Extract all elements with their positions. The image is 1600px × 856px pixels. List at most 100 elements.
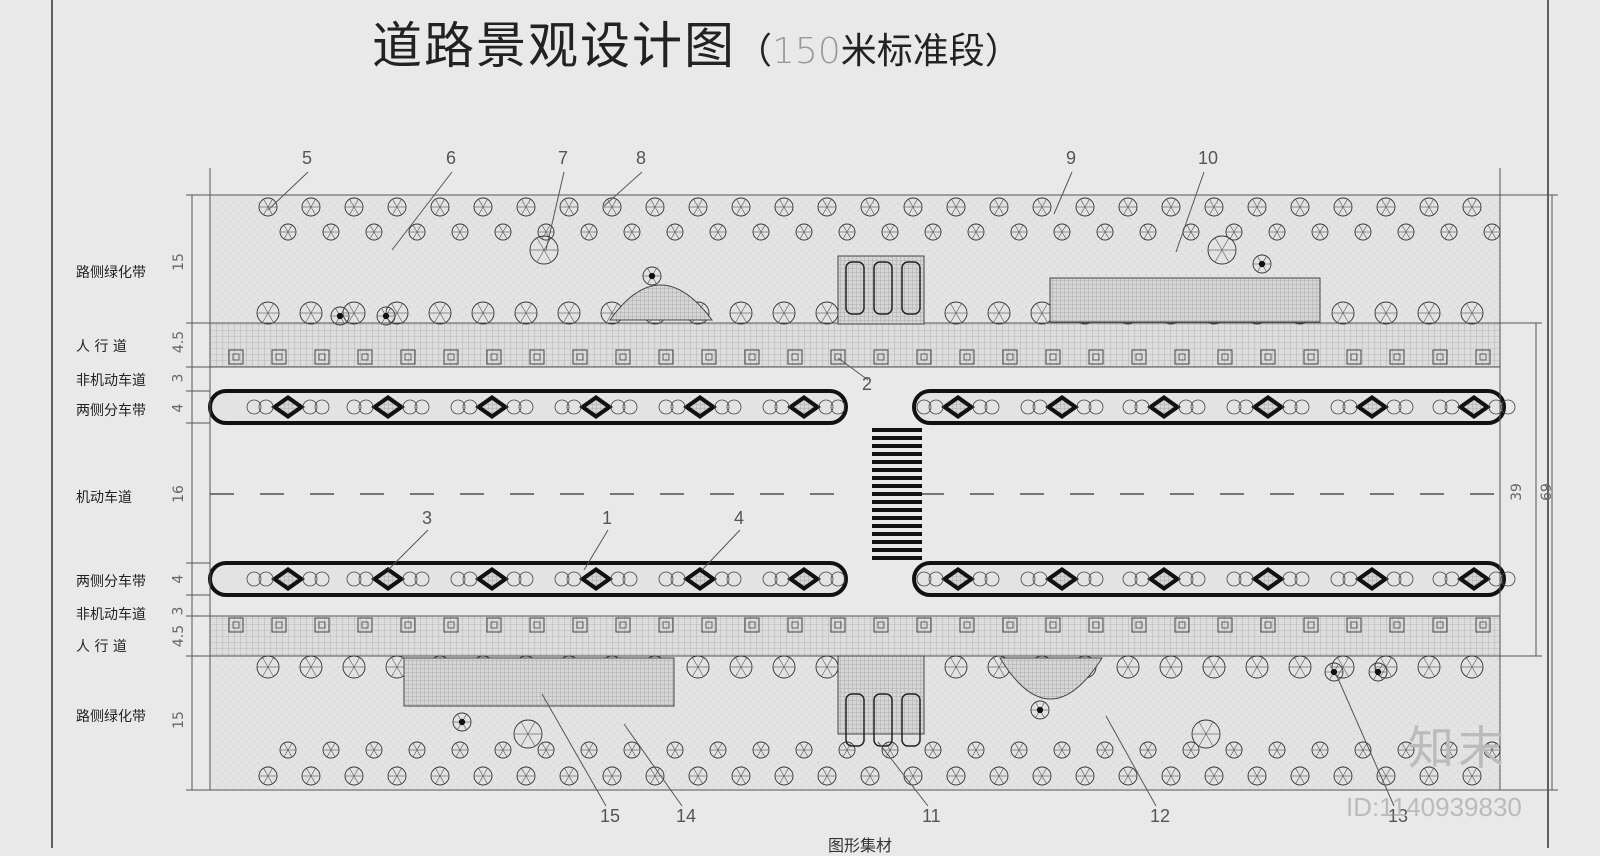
tree-branch	[756, 224, 762, 233]
tree-branch	[826, 657, 833, 668]
tree-branch	[1299, 657, 1306, 668]
tree-pit	[658, 349, 674, 365]
tree-pit-inner	[748, 353, 756, 361]
tree-branch	[412, 749, 418, 758]
callout-leader	[391, 171, 453, 251]
tree-branch	[310, 666, 317, 677]
tree-pit-inner	[1393, 353, 1401, 361]
tree-branch	[1423, 303, 1430, 314]
tree-pit	[916, 349, 932, 365]
tree-branch	[692, 657, 699, 668]
callout-leader	[603, 171, 643, 207]
tree-branch	[993, 666, 1000, 677]
tree-branch	[1448, 749, 1454, 758]
tree-branch	[287, 224, 293, 233]
tree-branch	[783, 775, 789, 784]
tree-core	[458, 718, 466, 726]
tree-branch	[713, 224, 719, 233]
divider-shrub	[1226, 399, 1242, 415]
diamond-bed-fill	[482, 572, 502, 586]
tree-branch	[955, 775, 961, 784]
callout-9: 9	[1066, 148, 1077, 168]
dim-total: 69	[1538, 483, 1555, 501]
diamond-bed-fill	[1362, 572, 1382, 586]
tree-branch	[482, 775, 488, 784]
divider-shrub	[402, 399, 418, 415]
tree-branch	[889, 742, 895, 751]
tree-pit-inner	[1092, 353, 1100, 361]
tree-branch	[502, 742, 508, 751]
tree-branch	[392, 206, 398, 215]
divider-shrub	[1226, 571, 1242, 587]
tree-branch	[1061, 231, 1067, 240]
tree-branch	[330, 749, 336, 758]
callout-leader	[1335, 673, 1395, 807]
tree-branch	[1037, 206, 1043, 215]
divider-shrub	[1282, 399, 1298, 415]
tree-branch	[865, 775, 871, 784]
tree-branch	[1084, 199, 1090, 208]
tree-branch	[975, 749, 981, 758]
tree-branch	[1466, 303, 1473, 314]
tree-pit	[830, 617, 846, 633]
divider-shrub	[1500, 399, 1516, 415]
tree-branch	[950, 657, 957, 668]
tree-branch	[568, 206, 574, 215]
tree-branch	[1213, 768, 1219, 777]
tree-branch	[994, 206, 1000, 215]
tree-branch	[607, 199, 613, 208]
crosswalk-stripe	[872, 556, 922, 560]
divider-shrub	[1294, 571, 1310, 587]
tree-branch	[783, 206, 789, 215]
tree-branch	[1299, 206, 1305, 215]
crosswalk-stripe	[872, 516, 922, 520]
diamond-bed-fill	[794, 400, 814, 414]
tree-branch	[1487, 749, 1493, 758]
tree-pit-inner	[791, 353, 799, 361]
tree-branch	[1233, 231, 1239, 240]
tree-branch	[584, 224, 590, 233]
tree-branch	[1147, 231, 1153, 240]
tree-branch	[799, 224, 805, 233]
tree-branch	[713, 231, 719, 240]
tree-branch	[543, 249, 552, 263]
tree-branch	[1491, 231, 1497, 240]
tree-branch	[869, 199, 875, 208]
tree-branch	[822, 199, 828, 208]
tree-pit	[1260, 617, 1276, 633]
divider-shrub	[402, 571, 418, 587]
tree-branch	[932, 224, 938, 233]
tree-branch	[1405, 224, 1411, 233]
tree-branch	[1251, 666, 1258, 677]
tree-branch	[1342, 312, 1349, 323]
tree-core	[1258, 260, 1266, 268]
diamond-bed-fill	[690, 572, 710, 586]
tree-branch	[1471, 775, 1477, 784]
tree-branch	[502, 231, 508, 240]
tree-branch	[932, 749, 938, 758]
tree-branch	[478, 775, 484, 784]
divider-shrub	[774, 399, 790, 415]
tree-branch	[955, 303, 962, 314]
tree-branch	[564, 206, 570, 215]
tree-branch	[928, 742, 934, 751]
semicircle-plaza	[999, 657, 1103, 700]
tree-branch	[998, 312, 1005, 323]
tree-branch	[1256, 657, 1263, 668]
tree-branch	[1061, 749, 1067, 758]
tree-branch	[262, 303, 269, 314]
tree-branch	[631, 749, 637, 758]
tree-branch	[1405, 742, 1411, 751]
tree-branch	[1190, 749, 1196, 758]
tree-branch	[1084, 775, 1090, 784]
tree-branch	[735, 303, 742, 314]
tree-pit	[1088, 349, 1104, 365]
tree-branch	[1256, 206, 1262, 215]
tree-branch	[756, 749, 762, 758]
label-green-bot: 路侧绿化带	[76, 709, 146, 725]
divider-shrub	[830, 571, 846, 587]
tree-branch	[267, 199, 273, 208]
tree-branch	[1252, 768, 1258, 777]
tree-branch	[1041, 303, 1048, 314]
